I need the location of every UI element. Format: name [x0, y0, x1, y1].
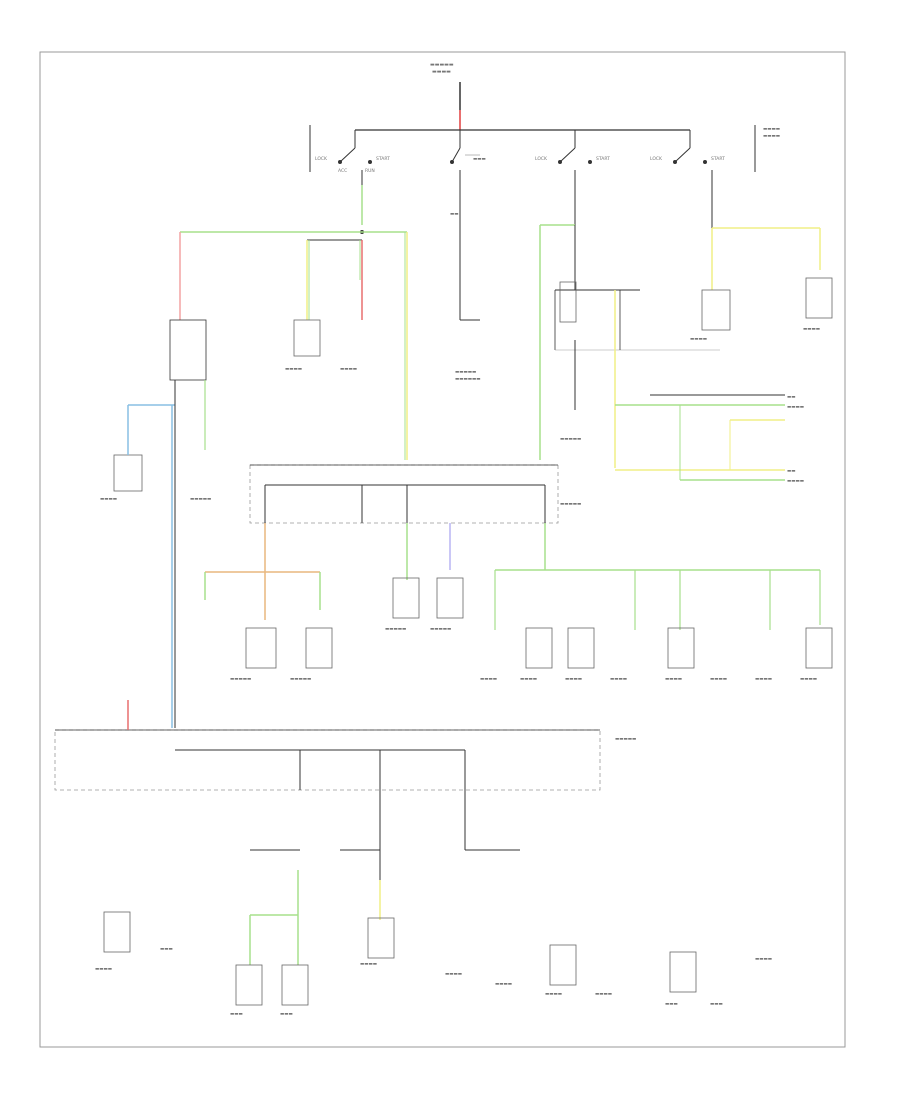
upper-components [113, 277, 833, 492]
svg-text:▬▬▬▬: ▬▬▬▬ [755, 957, 772, 962]
svg-text:▬▬▬▬: ▬▬▬▬ [360, 962, 377, 967]
lower-branches [103, 849, 697, 1006]
svg-text:▬▬▬▬: ▬▬▬▬ [690, 337, 707, 342]
svg-text:▬▬▬▬: ▬▬▬▬ [803, 327, 820, 332]
right-feed: ▬▬ ▬▬▬▬ ▬▬ ▬▬▬▬ [539, 170, 821, 484]
svg-text:▬▬▬: ▬▬▬ [665, 1002, 678, 1007]
svg-text:▬▬▬▬: ▬▬▬▬ [763, 127, 780, 132]
label-run: RUN [365, 168, 375, 174]
svg-text:▬▬▬▬: ▬▬▬▬ [480, 677, 497, 682]
svg-text:▬▬▬▬: ▬▬▬▬ [285, 367, 302, 372]
svg-text:▬▬▬▬▬▬: ▬▬▬▬▬▬ [455, 377, 481, 382]
svg-text:▬▬▬: ▬▬▬ [710, 1002, 723, 1007]
svg-text:▬▬▬▬▬: ▬▬▬▬▬ [190, 497, 211, 502]
svg-text:▬▬▬: ▬▬▬ [473, 157, 486, 162]
svg-text:▬▬: ▬▬ [787, 395, 796, 400]
svg-text:▬▬▬▬: ▬▬▬▬ [495, 982, 512, 987]
svg-text:▬▬▬▬: ▬▬▬▬ [787, 405, 804, 410]
svg-text:▬▬▬▬▬: ▬▬▬▬▬ [230, 677, 251, 682]
svg-text:▬▬▬▬: ▬▬▬▬ [710, 677, 727, 682]
svg-text:▬▬▬▬▬: ▬▬▬▬▬ [455, 370, 476, 375]
svg-text:▬▬▬▬: ▬▬▬▬ [787, 479, 804, 484]
svg-text:▬▬▬▬: ▬▬▬▬ [755, 677, 772, 682]
svg-text:▬▬▬▬▬: ▬▬▬▬▬ [615, 737, 636, 742]
svg-text:▬▬▬▬: ▬▬▬▬ [565, 677, 582, 682]
svg-text:▬▬▬▬: ▬▬▬▬ [100, 497, 117, 502]
svg-text:START: START [711, 156, 725, 162]
svg-text:▬▬▬▬: ▬▬▬▬ [445, 972, 462, 977]
acc-run-feed [179, 170, 408, 460]
svg-text:LOCK: LOCK [650, 156, 663, 162]
start-feed: ▬▬ ▬▬▬▬▬ ▬▬▬▬▬▬ [450, 170, 481, 382]
page-border [39, 51, 846, 1048]
svg-text:▬▬▬▬: ▬▬▬▬ [610, 677, 627, 682]
svg-text:▬▬▬▬: ▬▬▬▬ [595, 992, 612, 997]
illegible-labels: ▬▬▬▬ ▬▬▬▬ ▬▬▬▬ ▬▬▬▬ ▬▬▬▬ ▬▬▬▬▬ ▬▬▬▬▬ ▬▬▬… [95, 327, 820, 1017]
lower-junction-box [54, 700, 601, 880]
label-lock: LOCK [315, 156, 328, 162]
left-blue-wire [127, 319, 207, 728]
svg-text:▬▬▬▬: ▬▬▬▬ [95, 967, 112, 972]
svg-text:▬▬▬: ▬▬▬ [230, 1012, 243, 1017]
fuse-junction-box [249, 464, 559, 570]
svg-text:▬▬▬▬▬: ▬▬▬▬▬ [560, 502, 581, 507]
battery-feed: ▬▬▬▬▬ ▬▬▬▬ [430, 62, 461, 130]
label-acc: ACC [338, 168, 347, 174]
svg-text:▬▬▬▬: ▬▬▬▬ [665, 677, 682, 682]
svg-text:▬▬▬▬▬: ▬▬▬▬▬ [290, 677, 311, 682]
svg-text:▬▬▬▬: ▬▬▬▬ [763, 134, 780, 139]
svg-text:▬▬▬▬▬: ▬▬▬▬▬ [430, 627, 451, 632]
svg-text:▬▬: ▬▬ [787, 469, 796, 474]
svg-text:▬▬▬▬: ▬▬▬▬ [520, 677, 537, 682]
svg-text:▬▬▬: ▬▬▬ [280, 1012, 293, 1017]
svg-text:▬▬▬: ▬▬▬ [160, 947, 173, 952]
label-start: START [376, 156, 390, 162]
middle-branches [204, 523, 833, 669]
svg-text:▬▬: ▬▬ [450, 212, 459, 217]
svg-text:▬▬▬▬: ▬▬▬▬ [432, 69, 451, 75]
svg-text:▬▬▬▬▬: ▬▬▬▬▬ [385, 627, 406, 632]
svg-text:▬▬▬▬: ▬▬▬▬ [800, 677, 817, 682]
ignition-switch: LOCK START ACC RUN ▬▬▬ LOCK START LOCK S… [309, 125, 780, 174]
svg-text:▬▬▬▬: ▬▬▬▬ [340, 367, 357, 372]
svg-text:START: START [596, 156, 610, 162]
svg-text:LOCK: LOCK [535, 156, 548, 162]
svg-text:▬▬▬▬: ▬▬▬▬ [545, 992, 562, 997]
svg-text:▬▬▬▬▬: ▬▬▬▬▬ [430, 62, 454, 68]
svg-text:▬▬▬▬▬: ▬▬▬▬▬ [560, 437, 581, 442]
